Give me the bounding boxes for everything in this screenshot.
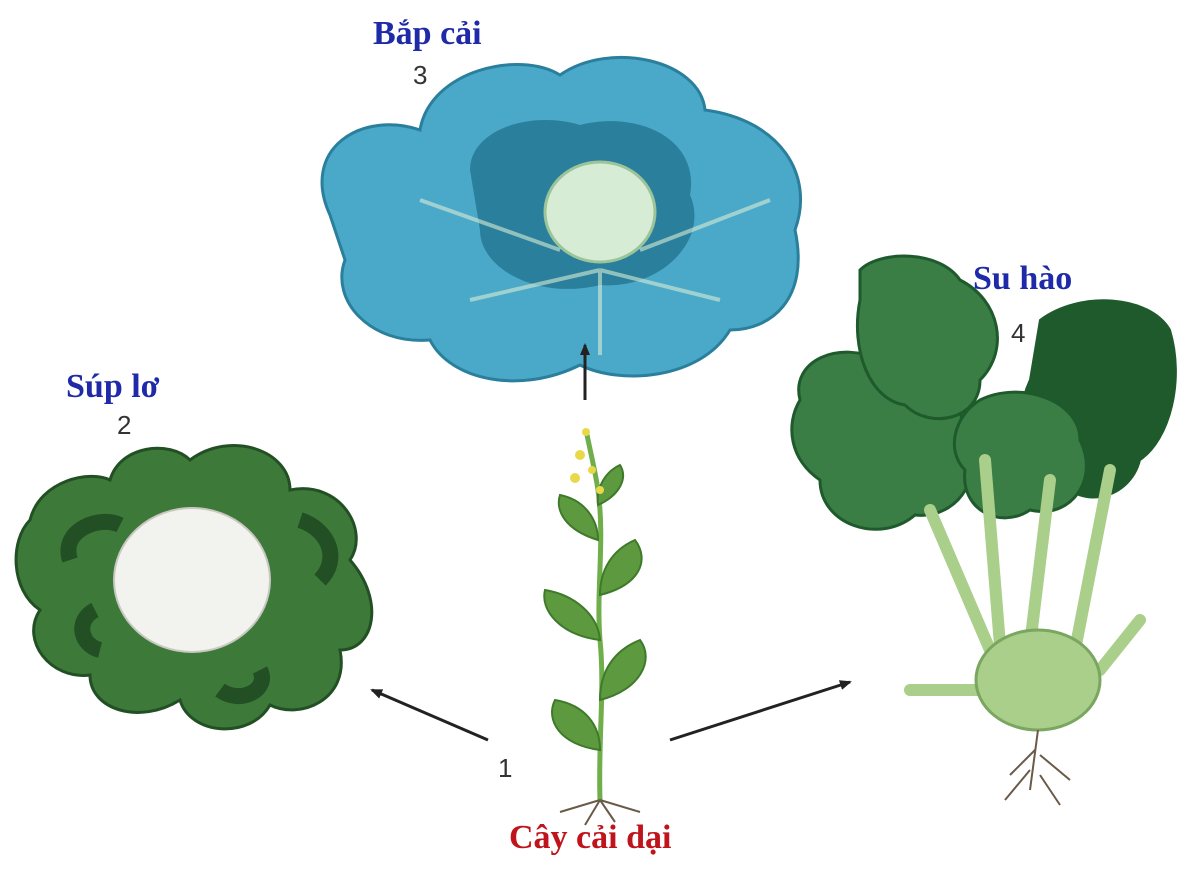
cabbage-head	[545, 162, 655, 262]
kohlrabi-illustration	[792, 256, 1176, 805]
number-kohlrabi: 4	[1011, 320, 1025, 346]
kohlrabi-bulb	[976, 630, 1100, 730]
number-cauliflower: 2	[117, 412, 131, 438]
cauliflower-illustration	[16, 446, 372, 729]
kohlrabi-leaf-mid	[954, 392, 1086, 518]
label-kohlrabi: Su hào	[973, 262, 1072, 296]
kohlrabi-roots	[1005, 730, 1070, 805]
label-cauliflower: Súp lơ	[66, 370, 160, 404]
number-cabbage: 3	[413, 62, 427, 88]
label-wild: Cây cải dại	[509, 821, 671, 855]
arrow-to-kohlrabi	[670, 682, 850, 740]
cauliflower-head	[114, 508, 270, 652]
number-wild: 1	[498, 755, 512, 781]
label-cabbage: Bắp cải	[373, 17, 482, 51]
arrow-to-cauliflower	[372, 690, 488, 740]
wild-mustard-illustration	[544, 428, 645, 825]
cabbage-illustration	[322, 57, 801, 380]
